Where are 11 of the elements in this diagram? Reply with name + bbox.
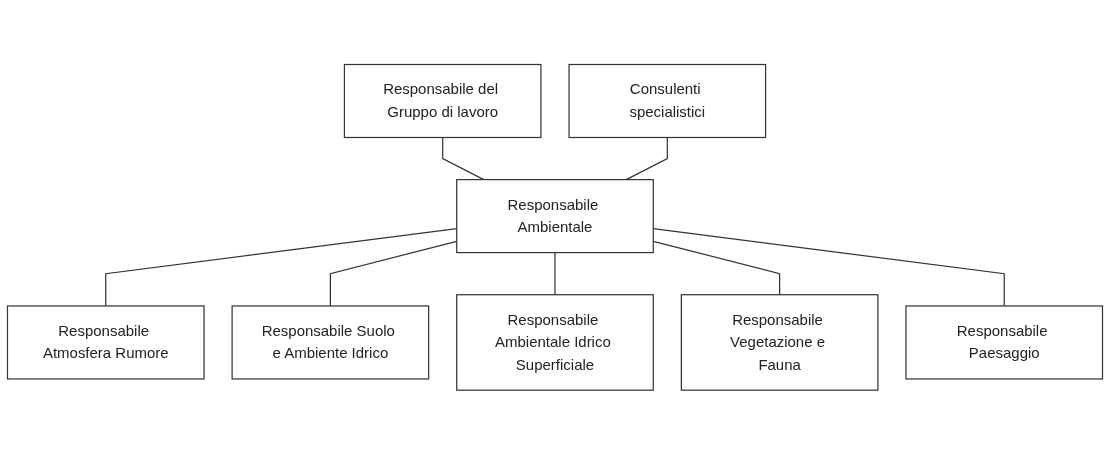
node-box: Responsabile Vegetazione e Fauna <box>680 294 879 391</box>
node-box: Consulenti specialistici <box>568 64 767 139</box>
connector <box>625 137 668 181</box>
connector <box>442 137 485 181</box>
connector <box>554 252 556 296</box>
node-box: Responsabile del Gruppo di lavoro <box>343 64 542 139</box>
node-box: Responsabile Paesaggio <box>905 305 1104 380</box>
node-box: Responsabile Ambientale Idrico Superficiale <box>456 294 654 391</box>
node-box: Responsabile Suolo e Ambiente Idrico <box>231 305 430 380</box>
node-box: Responsabile Ambientale <box>456 179 654 254</box>
node-box: Responsabile Atmosfera Rumore <box>6 305 205 380</box>
